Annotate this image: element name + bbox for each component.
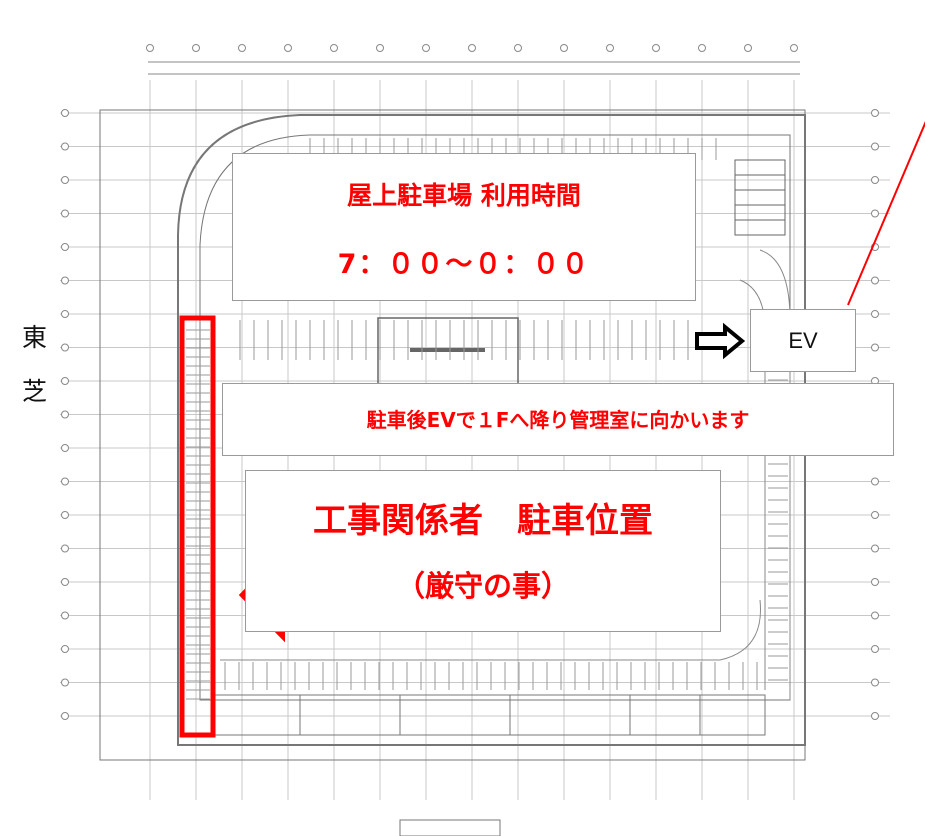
grid-marker-left [61,645,69,653]
grid-marker-right [871,176,879,184]
grid-marker-left [61,477,69,486]
grid-marker-left [61,109,69,117]
grid-marker-top [192,44,200,52]
dimension-lines [148,61,800,75]
worker-parking-subtitle: （厳守の事） [395,569,570,603]
grid-marker-right [871,209,879,218]
ev-pointer-line [847,121,925,306]
grid-marker-left [61,578,69,586]
grid-marker-top [284,44,292,52]
grid-marker-left [61,310,69,318]
elevator-callout: EV [750,309,856,372]
title-block [399,819,501,836]
grid-marker-left [61,343,69,352]
grid-marker-left [61,176,69,184]
grid-marker-left [61,611,69,620]
grid-marker-right [871,511,879,519]
grid-marker-left [61,276,69,285]
usage-hours-time: 7：００～０：００ [337,249,591,280]
grid-marker-left [61,678,69,687]
grid-marker-right [871,578,879,586]
bottom-rooms [214,694,766,736]
grid-marker-right [871,310,879,318]
grid-marker-right [871,142,879,151]
worker-parking-area [179,315,216,738]
usage-hours-title: 屋上駐車場 利用時間 [347,181,581,210]
grid-marker-right [871,678,879,687]
worker-parking-title: 工事関係者 駐車位置 [313,501,653,541]
stair-top-right [734,159,786,236]
instruction-text: 駐車後EVで１Fへ降り管理室に向かいます [366,408,750,432]
grid-marker-left [61,511,69,519]
arrow-right-icon [695,322,746,360]
side-label-1: 東 [22,323,48,352]
grid-marker-top [330,44,338,52]
grid-marker-left [61,377,69,385]
grid-marker-top [376,44,384,52]
grid-marker-top [744,44,752,52]
grid-marker-left [61,444,69,452]
grid-marker-left [61,544,69,553]
grid-marker-top [422,44,430,52]
grid-marker-right [871,611,879,620]
grid-marker-right [871,109,879,117]
side-label-2: 芝 [22,377,48,406]
grid-marker-top [790,44,798,52]
grid-marker-top [652,44,660,52]
grid-marker-right [871,645,879,653]
grid-marker-left [61,712,69,720]
grid-marker-top [606,44,614,52]
central-core [377,317,519,387]
worker-parking-callout: 工事関係者 駐車位置 （厳守の事） [245,470,721,632]
grid-marker-right [871,276,879,285]
grid-marker-top [238,44,246,52]
instruction-callout: 駐車後EVで１Fへ降り管理室に向かいます [222,383,894,456]
grid-marker-top [146,44,154,52]
elevator-label: EV [788,328,818,353]
grid-marker-left [61,243,69,251]
grid-marker-right [871,712,879,720]
grid-marker-right [871,477,879,486]
grid-marker-top [514,44,522,52]
usage-hours-callout: 屋上駐車場 利用時間 7：００～０：００ [232,153,696,301]
grid-marker-right [871,544,879,553]
grid-marker-top [468,44,476,52]
grid-marker-top [698,44,706,52]
grid-marker-left [61,142,69,151]
grid-marker-left [61,410,69,419]
grid-marker-top [560,44,568,52]
grid-marker-left [61,209,69,218]
grid-marker-right [871,343,879,352]
